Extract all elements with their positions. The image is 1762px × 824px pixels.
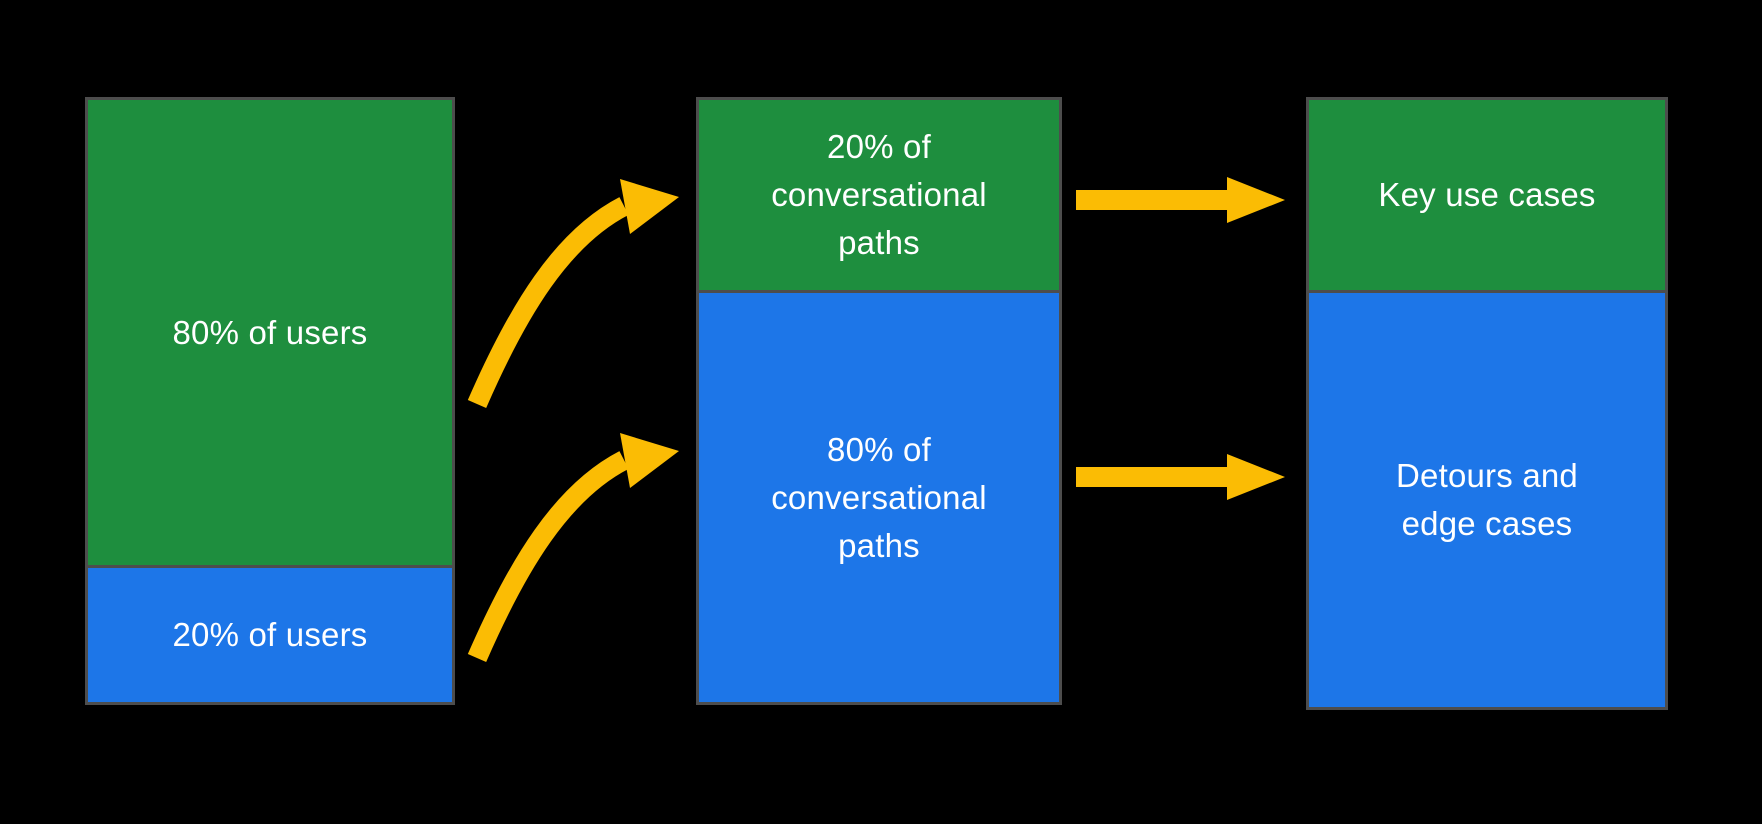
segment-label: 80% of conversational paths bbox=[771, 430, 987, 564]
curved-arrow-bottom-icon bbox=[467, 433, 679, 662]
straight-arrow-bottom-icon bbox=[1076, 454, 1285, 500]
segment-label: 20% of users bbox=[172, 616, 368, 653]
segment-label: Key use cases bbox=[1378, 176, 1596, 213]
segment-detours-edge-cases: Detours and edge cases bbox=[1309, 293, 1665, 707]
segment-label: 80% of users bbox=[172, 313, 368, 351]
segment-users-majority: 80% of users bbox=[88, 100, 452, 568]
segment-paths-majority: 80% of conversational paths bbox=[699, 293, 1059, 702]
segment-label: Detours and edge cases bbox=[1396, 457, 1578, 542]
bar-conversational-paths: 20% of conversational paths 80% of conve… bbox=[696, 97, 1062, 705]
segment-key-use-cases: Key use cases bbox=[1309, 100, 1665, 293]
bar-users: 80% of users 20% of users bbox=[85, 97, 455, 705]
segment-paths-minority: 20% of conversational paths bbox=[699, 100, 1059, 293]
straight-arrow-top-icon bbox=[1076, 177, 1285, 223]
bar-use-cases: Key use cases Detours and edge cases bbox=[1306, 97, 1668, 710]
segment-label: 20% of conversational paths bbox=[771, 128, 987, 261]
curved-arrow-top-icon bbox=[467, 179, 679, 408]
segment-users-minority: 20% of users bbox=[88, 568, 452, 702]
